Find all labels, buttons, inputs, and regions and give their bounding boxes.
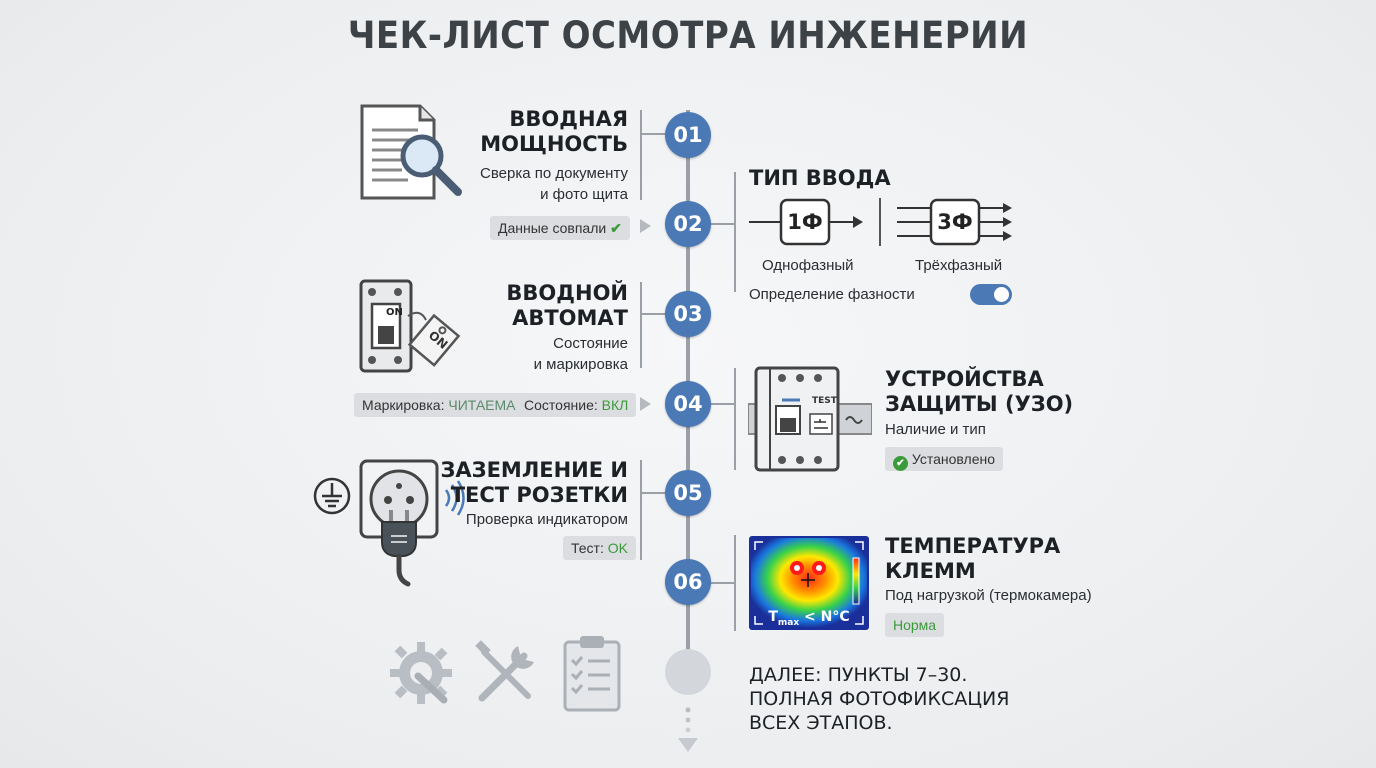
three-phase-label: Трёхфазный — [915, 257, 1003, 274]
circuit-breaker-icon — [359, 279, 413, 373]
step-01-badge-text: Данные совпали — [498, 220, 607, 236]
state-badge-value: ВКЛ — [601, 397, 629, 413]
step-circle-02: 02 — [665, 201, 711, 247]
step-03-title: ВВОДНОЙ АВТОМАТ — [460, 281, 628, 331]
thermal-reading-rest: < N°C — [799, 609, 850, 625]
on-tag-icon — [407, 311, 461, 367]
timeline-fade — [665, 649, 711, 752]
bracket-06-tick — [710, 582, 736, 584]
separator-line — [879, 198, 881, 246]
signal-waves-icon — [444, 480, 465, 516]
arrow-04 — [640, 397, 651, 411]
toggle-knob — [994, 287, 1009, 302]
arrow-02 — [640, 219, 651, 233]
step-04-title: УСТРОЙСТВА ЗАЩИТЫ (УЗО) — [885, 367, 1073, 417]
thermal-image-icon — [749, 536, 869, 630]
step-04-badge-text: Установлено — [911, 451, 995, 467]
step-01-sub-line1: Сверка по документу — [480, 165, 628, 182]
step-01-title-line2: МОЩНОСТЬ — [480, 132, 628, 156]
step-04-title-line2: ЗАЩИТЫ (УЗО) — [885, 392, 1074, 416]
step-05-title-line2: ТЕСТ РОЗЕТКИ — [450, 483, 628, 507]
footer-line2: ПОЛНАЯ ФОТОФИКСАЦИЯ — [749, 688, 1010, 710]
step-03-title-line1: ВВОДНОЙ — [506, 281, 628, 305]
step-circle-03: 03 — [665, 291, 711, 337]
phase-detection-toggle[interactable] — [970, 284, 1012, 305]
bracket-05-tick — [640, 492, 666, 494]
step-05-badge: Тест: OK — [563, 536, 636, 560]
step-05-title-line1: ЗАЗЕМЛЕНИЕ И — [440, 458, 628, 482]
clipboard-checklist-icon — [563, 636, 621, 712]
step-02-title: ТИП ВВОДА — [749, 166, 891, 190]
bracket-03 — [640, 282, 642, 368]
footer-note: ДАЛЕЕ: ПУНКТЫ 7–30. ПОЛНАЯ ФОТОФИКСАЦИЯ … — [749, 663, 1009, 735]
step-06-title: ТЕМПЕРАТУРА КЛЕММ — [885, 534, 1060, 584]
step-04-title-line1: УСТРОЙСТВА — [885, 367, 1044, 391]
page-title: ЧЕК-ЛИСТ ОСМОТРА ИНЖЕНЕРИИ — [347, 14, 1029, 57]
switch-on-label: ON — [386, 307, 403, 318]
step-05-badge-label: Тест: — [571, 540, 608, 556]
step-03-sub-line2: и маркировка — [533, 356, 628, 373]
bracket-03-tick — [640, 313, 666, 315]
thermal-reading-sub: max — [777, 617, 800, 628]
document-magnifier-icon — [360, 104, 462, 200]
step-03-sub: Состояние и маркировка — [460, 333, 628, 375]
step-05-title: ЗАЗЕМЛЕНИЕ И ТЕСТ РОЗЕТКИ — [440, 458, 628, 508]
check-circle-icon: ✔ — [893, 456, 908, 471]
marking-badge-value: ЧИТАЕМА — [448, 397, 516, 413]
step-01-sub: Сверка по документу и фото щита — [440, 163, 628, 205]
step-04-sub: Наличие и тип — [885, 421, 986, 438]
state-badge: Состояние: ВКЛ — [516, 393, 637, 417]
gear-wrench-icon — [390, 642, 452, 704]
bracket-02 — [734, 172, 736, 292]
three-phase-symbol: 3Ф — [937, 210, 973, 234]
socket-plug-icon — [359, 459, 439, 587]
step-06-sub: Под нагрузкой (термокамера) — [885, 587, 1092, 604]
step-06-title-line1: ТЕМПЕРАТУРА — [885, 534, 1061, 558]
step-01-badge: Данные совпали ✔ — [490, 216, 630, 240]
rcd-device-icon — [748, 366, 872, 472]
bracket-01-tick — [640, 133, 666, 135]
bracket-01 — [640, 110, 668, 200]
rcd-test-label: TEST — [812, 396, 837, 406]
step-05-badge-value: OK — [607, 540, 628, 556]
step-01-title-line1: ВВОДНАЯ — [509, 107, 628, 131]
three-phase-icon — [897, 198, 1012, 246]
ground-symbol-icon — [313, 477, 351, 515]
step-06-title-line2: КЛЕММ — [885, 559, 976, 583]
step-01-sub-line2: и фото щита — [540, 186, 628, 203]
bracket-04 — [734, 368, 736, 470]
single-phase-label: Однофазный — [762, 257, 854, 274]
thermal-reading: Tmax < N°C — [749, 609, 869, 628]
step-05-sub: Проверка индикатором — [465, 511, 628, 528]
step-03-sub-line1: Состояние — [553, 335, 628, 352]
state-badge-label: Состояние: — [524, 397, 602, 413]
footer-line3: ВСЕХ ЭТАПОВ. — [749, 712, 893, 734]
single-phase-symbol: 1Ф — [787, 210, 823, 234]
footer-line1: ДАЛЕЕ: ПУНКТЫ 7–30. — [749, 664, 968, 686]
step-03-title-line2: АВТОМАТ — [512, 306, 628, 330]
step-circle-01: 01 — [665, 112, 711, 158]
checkmark-icon: ✔ — [610, 220, 622, 236]
step-circle-04: 04 — [665, 381, 711, 427]
tools-icon — [475, 640, 534, 702]
marking-badge-label: Маркировка: — [362, 397, 449, 413]
phase-detection-label: Определение фазности — [749, 286, 915, 303]
bracket-02-tick — [710, 223, 736, 225]
step-04-badge: ✔ Установлено — [885, 447, 1003, 471]
single-phase-icon — [749, 198, 863, 246]
thermal-reading-t: T — [768, 609, 778, 625]
bracket-05 — [640, 460, 642, 560]
step-circle-05: 05 — [665, 470, 711, 516]
step-01-title: ВВОДНАЯ МОЩНОСТЬ — [460, 107, 628, 157]
bracket-04-tick — [710, 403, 736, 405]
step-06-badge: Норма — [885, 613, 945, 637]
marking-badge: Маркировка: ЧИТАЕМА — [354, 393, 524, 417]
step-circle-06: 06 — [665, 559, 711, 605]
